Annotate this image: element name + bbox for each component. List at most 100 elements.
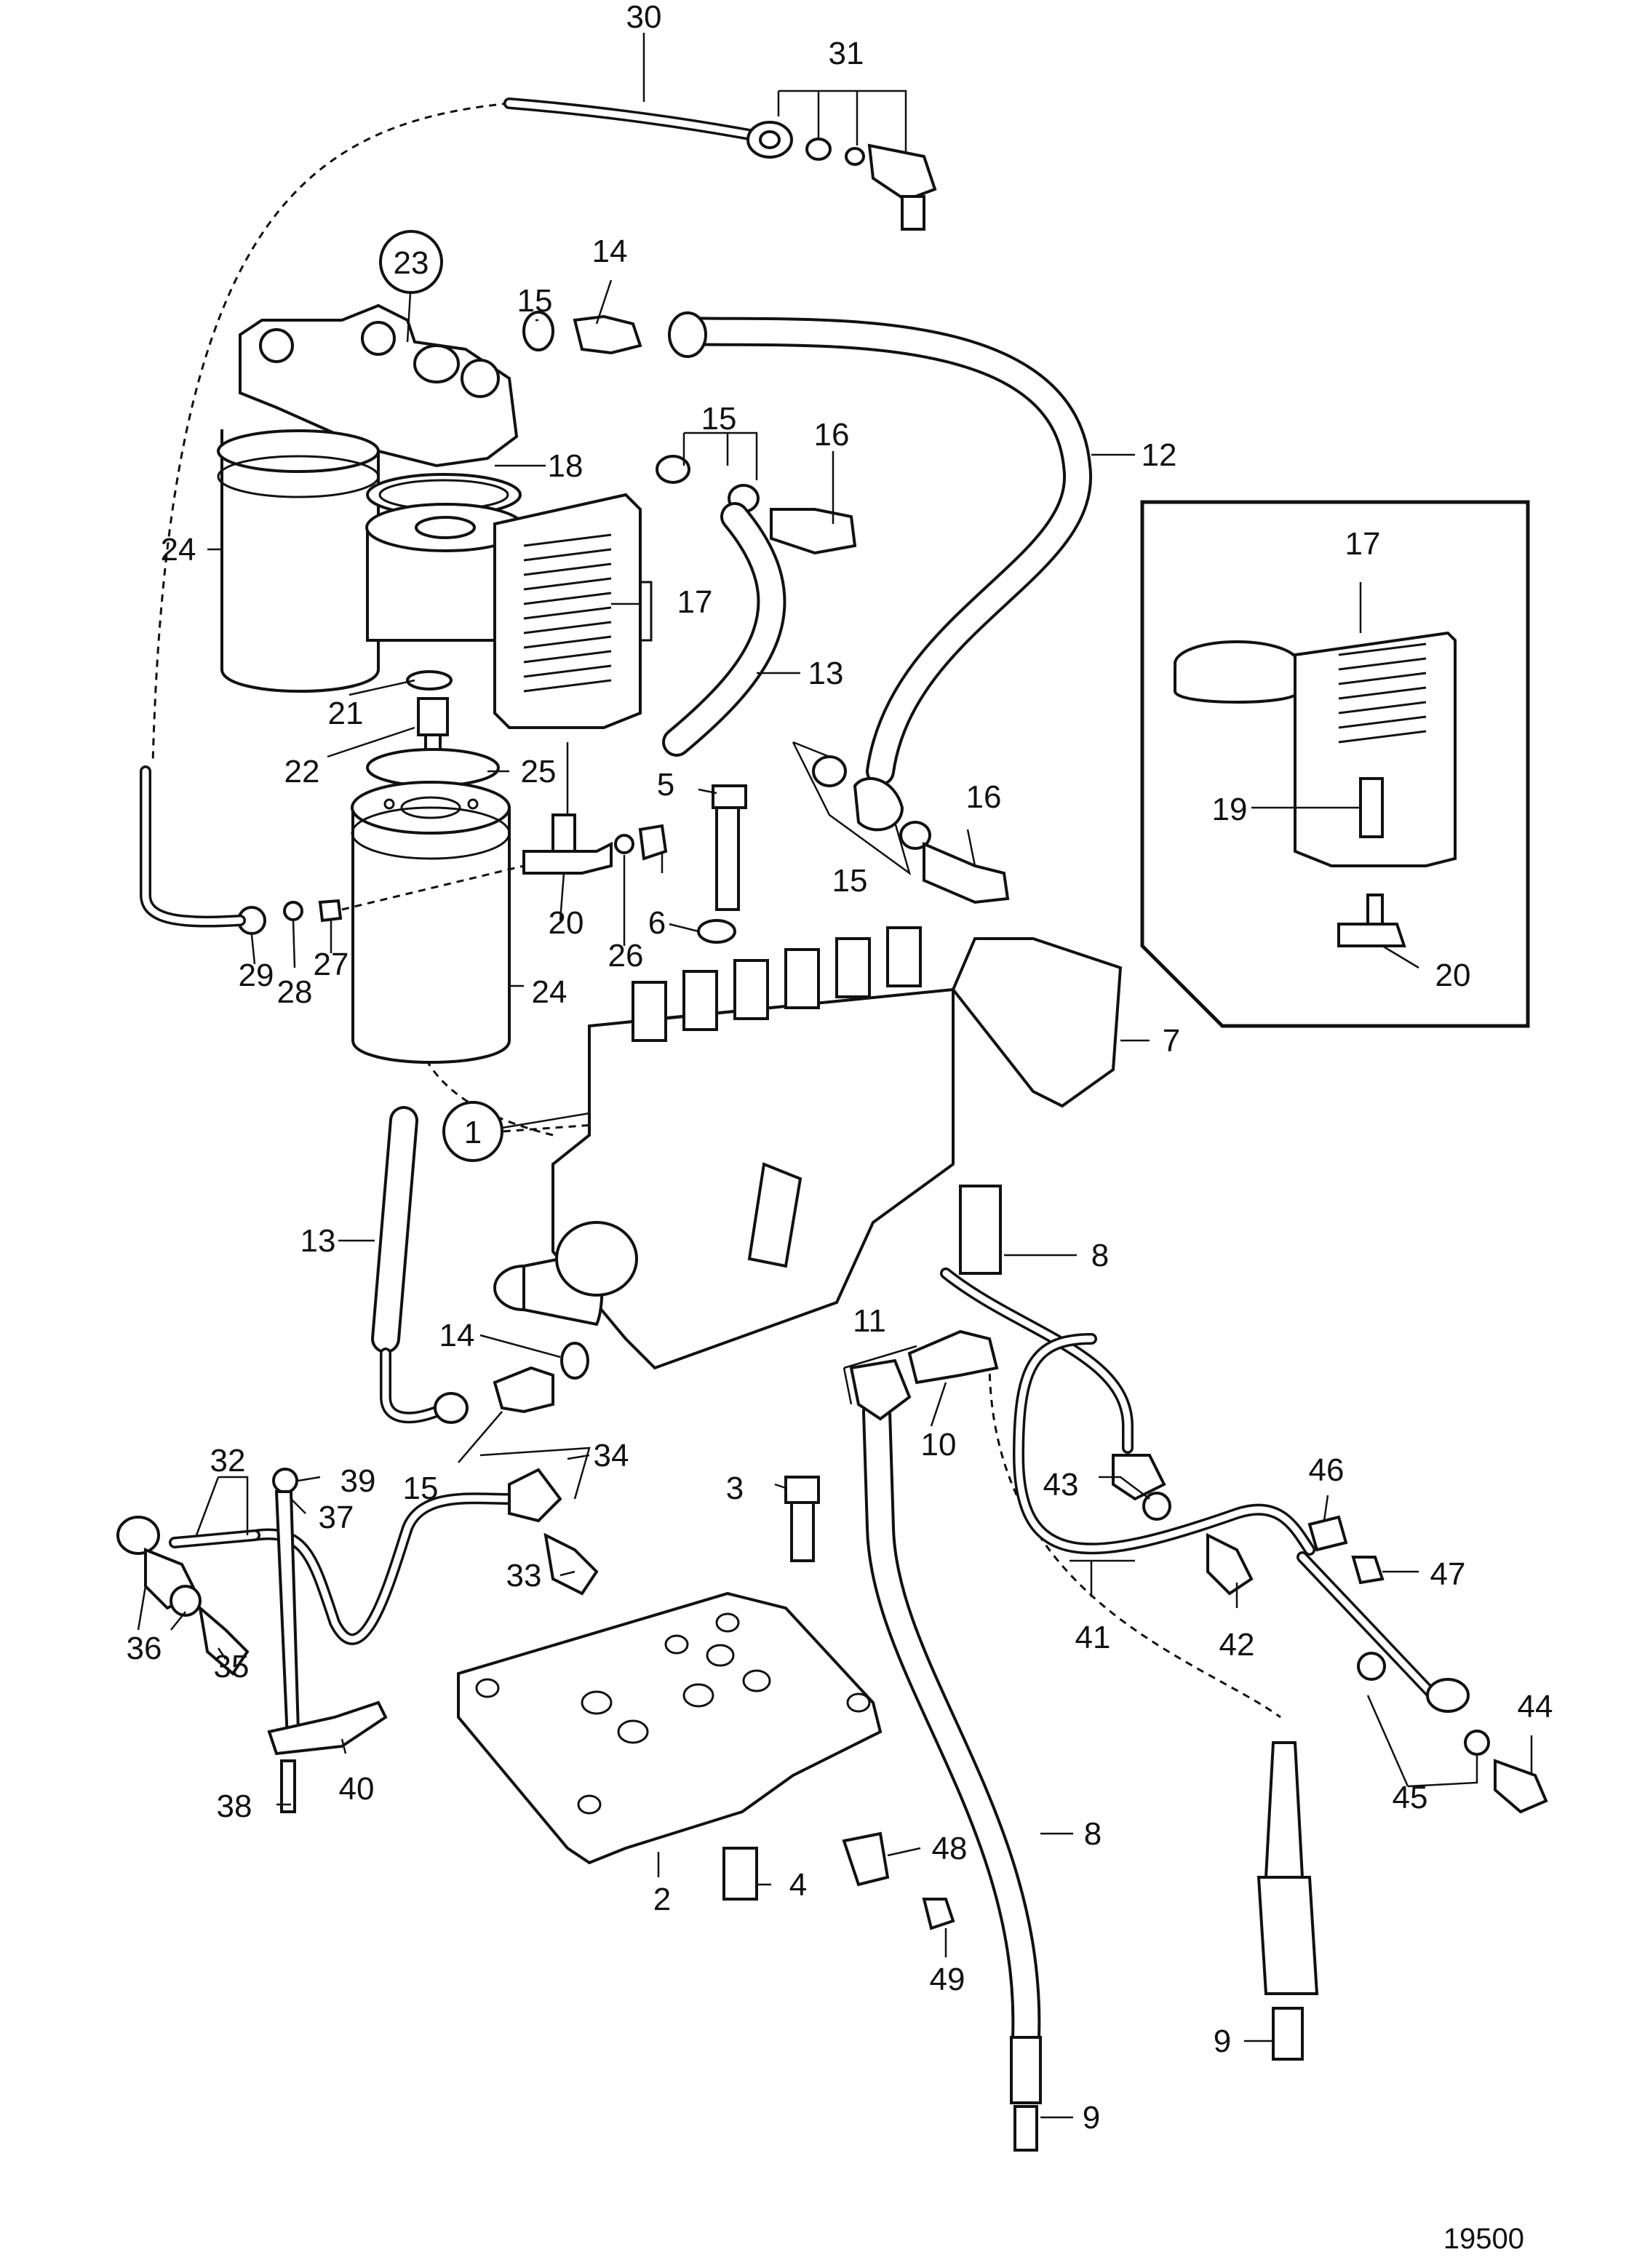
- filter-24-lower: [351, 781, 511, 1064]
- callout-19: 19: [1212, 792, 1248, 827]
- callout-32: 32: [210, 1443, 246, 1479]
- callout-6: 6: [648, 905, 666, 941]
- callout-35: 35: [214, 1649, 250, 1684]
- callout-labels: 1 2 3 4 5 6 7 8 8 9 9 10 11 12 13 13 14 …: [127, 0, 1553, 2136]
- callout-40: 40: [339, 1771, 375, 1807]
- banjo-15-right: [812, 755, 931, 850]
- callout-39: 39: [340, 1463, 376, 1499]
- callout-15-upper-right: 15: [701, 401, 737, 437]
- callout-14-lower: 14: [439, 1318, 475, 1353]
- callout-20: 20: [549, 905, 584, 941]
- callout-8-lower: 8: [1084, 1816, 1102, 1852]
- callout-44: 44: [1518, 1689, 1553, 1724]
- washer-15-upper: [522, 311, 760, 513]
- clamp-46: [1307, 1515, 1348, 1552]
- heat-shield-17: [493, 493, 653, 729]
- bolt-33: [543, 1532, 599, 1596]
- clamp-39-40: [267, 1468, 388, 1813]
- hose-13-lower: [371, 1106, 469, 1424]
- callout-3: 3: [726, 1471, 744, 1506]
- callout-18: 18: [548, 448, 583, 484]
- callout-rings: [379, 230, 503, 1162]
- callout-17: 17: [677, 584, 713, 620]
- hose-12: [668, 311, 1093, 786]
- bolt-42: [1206, 1532, 1254, 1596]
- callout-15-lower: 15: [403, 1471, 439, 1506]
- screw-3: [784, 1476, 820, 1562]
- banjo-bolt-16-right: [923, 841, 1010, 904]
- callout-15-upper-left: 15: [517, 283, 553, 319]
- callout-41: 41: [1075, 1620, 1111, 1655]
- callout-23: 23: [394, 245, 429, 281]
- callout-4: 4: [789, 1867, 807, 1903]
- fitting-14-lower: [493, 1342, 589, 1414]
- pipe-37: [169, 1492, 515, 1645]
- callout-31: 31: [829, 36, 864, 71]
- callout-25: 25: [521, 754, 557, 789]
- leader-lines: [137, 33, 1533, 2119]
- banjo-11: [849, 1358, 912, 1421]
- fittings-26-29: [140, 765, 668, 935]
- callout-14-upper: 14: [592, 234, 628, 269]
- callout-24-upper: 24: [161, 532, 196, 568]
- callout-45: 45: [1393, 1780, 1428, 1815]
- callout-46: 46: [1309, 1452, 1345, 1488]
- clamp-48: [842, 1831, 890, 1887]
- callout-42: 42: [1219, 1627, 1255, 1663]
- callout-27: 27: [314, 947, 349, 982]
- callout-43: 43: [1043, 1467, 1079, 1503]
- sealing-ring-25: [366, 748, 500, 787]
- spacer-4: [722, 1847, 758, 1901]
- callout-20-inset: 20: [1435, 958, 1471, 993]
- pipe-8-lower: [862, 1397, 1042, 2152]
- callout-38: 38: [217, 1788, 252, 1824]
- bracket-2: [457, 1591, 883, 1865]
- pipe-41: [940, 1268, 1315, 1556]
- tee-20: [522, 813, 613, 875]
- callout-22: 22: [284, 754, 320, 789]
- callout-26: 26: [608, 938, 644, 974]
- detail-inset: [1140, 500, 1530, 1028]
- callout-13-lower: 13: [300, 1223, 336, 1259]
- banjo-36: [116, 1516, 202, 1617]
- callout-16-upper: 16: [814, 417, 850, 453]
- callout-7: 7: [1163, 1023, 1180, 1059]
- figure-number: 19500: [1443, 2223, 1524, 2255]
- screw-47: [1351, 1556, 1385, 1585]
- callout-9-bottom: 9: [1083, 2100, 1100, 2136]
- callout-10: 10: [921, 1427, 957, 1463]
- callout-29: 29: [239, 958, 274, 993]
- hose-13-upper: [662, 502, 786, 757]
- callout-34: 34: [594, 1438, 629, 1473]
- banjo-fitting-31: [746, 89, 937, 231]
- bolt-10: [907, 1329, 999, 1385]
- callout-13-upper: 13: [808, 656, 844, 691]
- screw-49: [922, 1898, 955, 1930]
- callout-16-right: 16: [966, 779, 1002, 815]
- filter-head-23: [239, 303, 519, 468]
- banjo-bolt-16-upper: [770, 508, 857, 555]
- callout-48: 48: [932, 1831, 968, 1866]
- callout-30: 30: [626, 0, 662, 35]
- pipe-8-upper: [959, 1185, 1002, 1275]
- callout-12: 12: [1142, 437, 1177, 473]
- screw-5: [712, 784, 747, 911]
- bolt-44: [1494, 1759, 1548, 1814]
- delivery-valves: [632, 926, 922, 1042]
- washer-6: [697, 919, 736, 944]
- callout-15-right: 15: [832, 863, 868, 899]
- callout-11: 11: [853, 1303, 886, 1339]
- callout-28: 28: [277, 974, 313, 1010]
- nipple-22: [417, 697, 449, 769]
- injection-pump-1: [493, 937, 1123, 1370]
- fitting-14-upper: [573, 314, 642, 355]
- callout-37: 37: [319, 1500, 354, 1535]
- banjo-34: [508, 1468, 562, 1523]
- pipe-9-right: [1256, 1741, 1319, 2061]
- callout-17-inset: 17: [1345, 526, 1381, 562]
- callout-5: 5: [657, 767, 674, 803]
- callout-24-lower: 24: [532, 974, 567, 1010]
- callout-33: 33: [506, 1558, 542, 1593]
- callout-49: 49: [930, 1962, 965, 1997]
